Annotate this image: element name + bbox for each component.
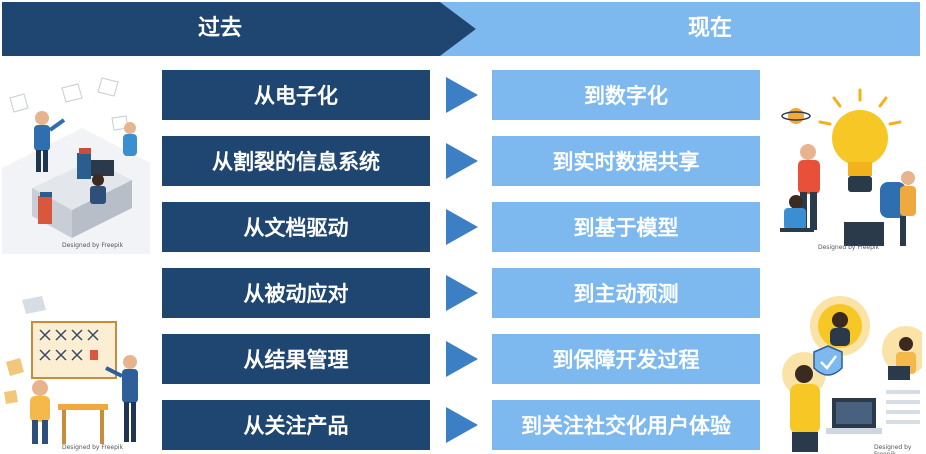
from-box-5: 从结果管理	[162, 334, 430, 384]
past-banner-shape	[2, 2, 476, 56]
to-box-6: 到关注社交化用户体验	[492, 400, 760, 450]
lightbulb-ideas-illustration: Designed by Freepik	[774, 86, 922, 254]
to-box-5: 到保障开发过程	[492, 334, 760, 384]
image-credit: Designed by Freepik	[874, 444, 912, 454]
arrow-right-icon	[446, 275, 478, 311]
to-box-2: 到实时数据共享	[492, 136, 760, 186]
arrow-right-icon	[446, 77, 478, 113]
from-box-6: 从关注产品	[162, 400, 430, 450]
to-box-1: 到数字化	[492, 70, 760, 120]
from-box-1: 从电子化	[162, 70, 430, 120]
present-banner-shape	[440, 2, 920, 56]
arrow-right-icon	[446, 407, 478, 443]
stressed-worker-illustration: Designed by Freepik	[2, 292, 150, 454]
image-credit: Designed by Freepik	[62, 444, 124, 451]
arrow-right-icon	[446, 143, 478, 179]
past-label: 过去	[197, 16, 242, 41]
image-credit: Designed by Freepik	[818, 244, 880, 251]
security-collaboration-illustration: Designed by Freepik	[774, 290, 922, 454]
header-banner-shapes	[2, 2, 920, 56]
arrow-right-icon	[446, 209, 478, 245]
present-label: 现在	[687, 16, 732, 41]
image-credit: Designed by Freepik	[62, 242, 124, 249]
arrow-right-icon	[446, 341, 478, 377]
header-banner: 过去 现在	[0, 0, 926, 58]
chaotic-office-illustration: Designed by Freepik	[2, 68, 150, 254]
from-box-3: 从文档驱动	[162, 202, 430, 252]
from-box-4: 从被动应对	[162, 268, 430, 318]
to-box-3: 到基于模型	[492, 202, 760, 252]
from-box-2: 从割裂的信息系统	[162, 136, 430, 186]
to-box-4: 到主动预测	[492, 268, 760, 318]
